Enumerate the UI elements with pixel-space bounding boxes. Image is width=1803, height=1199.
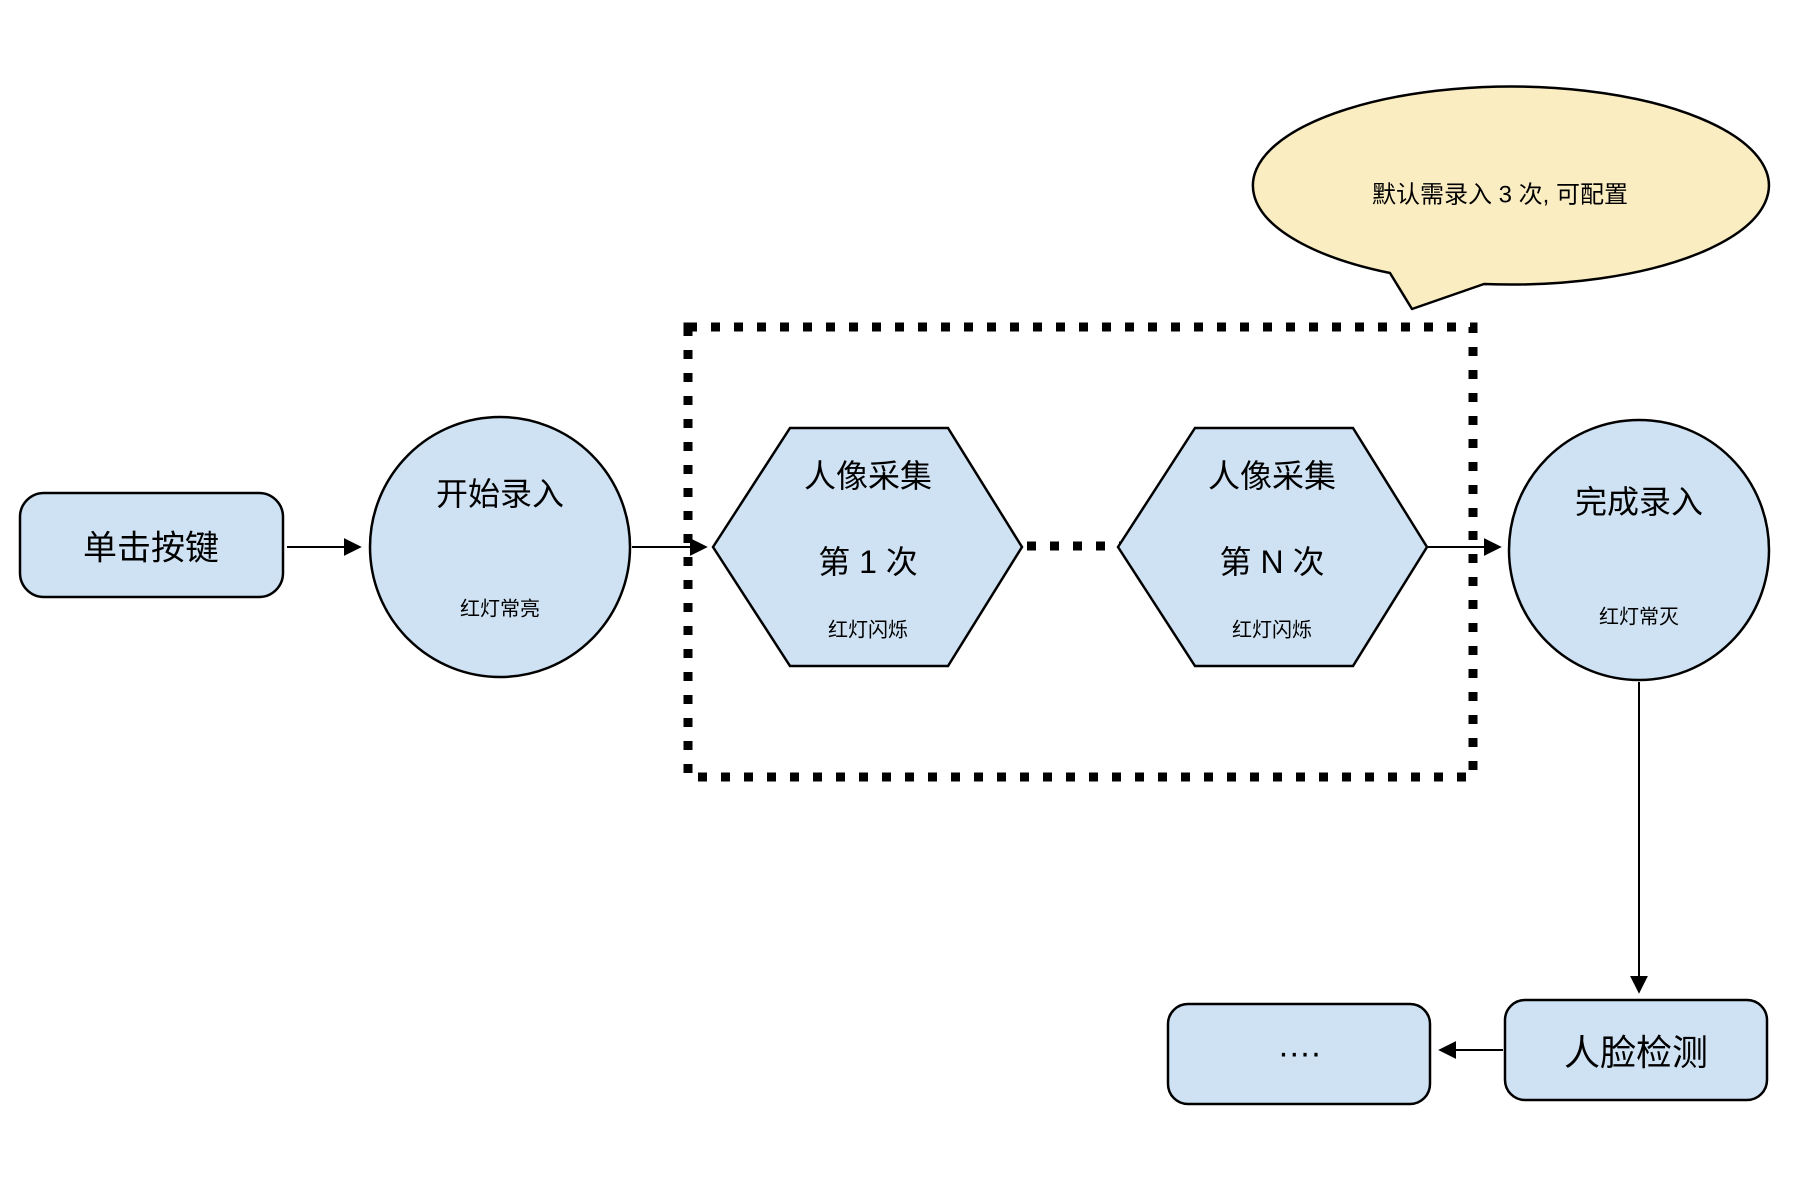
finish-entry-status: 红灯常灭 — [1599, 606, 1679, 629]
start-entry-title: 开始录入 — [435, 476, 565, 512]
face-detect-label: 人脸检测 — [1563, 1032, 1709, 1073]
capture-first-status: 红灯闪烁 — [828, 619, 908, 642]
start-entry-node-shape — [368, 415, 632, 679]
finish-entry-node-shape — [1507, 418, 1771, 682]
finish-entry-title: 完成录入 — [1574, 484, 1704, 520]
capture-nth-count: 第 N 次 — [1219, 544, 1325, 580]
more-steps-label: …. — [1277, 1026, 1321, 1065]
capture-first-title: 人像采集 — [803, 458, 933, 494]
face-detect-node-shape — [1503, 998, 1769, 1102]
start-entry-status: 红灯常亮 — [460, 598, 540, 621]
callout-text: 默认需录入 3 次, 可配置 — [1371, 181, 1629, 209]
capture-first-count: 第 1 次 — [818, 544, 918, 580]
capture-first-node-shape — [711, 426, 1024, 668]
click-button-node-shape — [18, 491, 285, 599]
callout-bubble-shape — [1251, 85, 1771, 311]
capture-loop-dotted-border — [683, 322, 1478, 782]
click-button-label: 单击按键 — [83, 529, 219, 568]
capture-nth-title: 人像采集 — [1207, 458, 1337, 494]
capture-nth-status: 红灯闪烁 — [1232, 619, 1312, 642]
more-steps-node-shape — [1166, 1002, 1432, 1106]
